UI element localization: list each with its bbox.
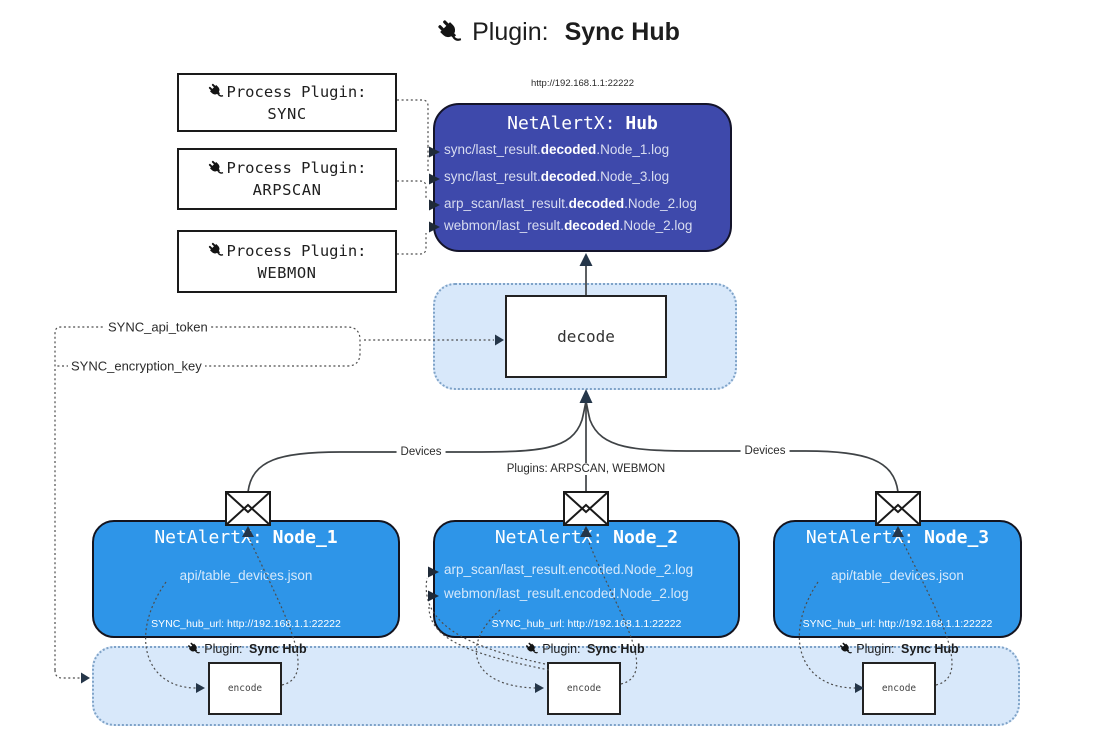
hub-title-label: NetAlertX: bbox=[507, 113, 616, 134]
node-1-title: NetAlertX:Node_1 bbox=[154, 527, 338, 548]
plug-icon bbox=[525, 642, 539, 656]
arpscan-to-hub-dotted bbox=[397, 180, 427, 199]
decode-box: decode bbox=[505, 295, 667, 378]
node-1-file: api/table_devices.json bbox=[179, 568, 313, 583]
node-3-title: NetAlertX:Node_3 bbox=[805, 527, 990, 548]
process-plugin-name: SYNC bbox=[267, 104, 307, 123]
arrowhead-into-encode-panel bbox=[81, 672, 90, 684]
hub-log-line: sync/last_result.decoded.Node_3.log bbox=[444, 169, 670, 184]
edge-label-devices-left: Devices bbox=[396, 446, 446, 458]
process-plugin-name: ARPSCAN bbox=[252, 181, 322, 199]
hub-box bbox=[433, 103, 732, 252]
process-plugin-arpscan: Process Plugin: ARPSCAN bbox=[177, 148, 397, 210]
arrowhead-into-decode-panel bbox=[579, 389, 593, 403]
settings-to-encode-panel-dotted bbox=[54, 669, 81, 679]
plug-icon bbox=[208, 242, 225, 259]
encode-plugin-label-3: Plugin:Sync Hub bbox=[839, 642, 959, 656]
sync-api-token-label: SYNC_api_token bbox=[105, 319, 211, 335]
node-3-hub-url: SYNC_hub_url: http://192.168.1.1:22222 bbox=[802, 618, 993, 630]
sync-to-hub-dotted bbox=[397, 99, 429, 146]
encode-plugin-label-1: Plugin:Sync Hub bbox=[187, 642, 307, 656]
arrowhead-into-hub bbox=[579, 253, 593, 266]
webmon-to-hub-dotted bbox=[397, 233, 427, 255]
hub-log-line: webmon/last_result.decoded.Node_2.log bbox=[444, 218, 693, 233]
plug-icon bbox=[187, 642, 201, 656]
node-2-title: NetAlertX:Node_2 bbox=[494, 527, 679, 548]
node-2-hub-url: SYNC_hub_url: http://192.168.1.1:22222 bbox=[491, 618, 682, 630]
edge-label-devices-right: Devices bbox=[740, 445, 790, 457]
process-plugin-name: WEBMON bbox=[257, 263, 317, 282]
node-3-file: api/table_devices.json bbox=[831, 568, 964, 583]
plug-icon bbox=[208, 160, 225, 177]
hub-url: http://192.168.1.1:22222 bbox=[530, 78, 634, 89]
hub-title-name: Hub bbox=[625, 113, 658, 134]
plug-icon bbox=[208, 83, 225, 100]
plug-icon bbox=[839, 642, 853, 656]
node-2-file: arp_scan/last_result.encoded.Node_2.log bbox=[444, 562, 694, 577]
edge-label-plugins: Plugins: ARPSCAN, WEBMON bbox=[502, 463, 670, 475]
encode-box-2: encode bbox=[547, 662, 621, 715]
process-plugin-label: Process Plugin: bbox=[226, 82, 367, 101]
hub-log-line: arp_scan/last_result.decoded.Node_2.log bbox=[444, 196, 697, 211]
process-plugin-webmon: Process Plugin: WEBMON bbox=[177, 230, 397, 293]
node-1-hub-url: SYNC_hub_url: http://192.168.1.1:22222 bbox=[151, 618, 341, 630]
plug-icon bbox=[437, 19, 464, 46]
process-plugin-sync: Process Plugin: SYNC bbox=[177, 73, 397, 132]
hub-title: NetAlertX: Hub bbox=[433, 113, 732, 134]
page-title-name: Sync Hub bbox=[564, 18, 680, 46]
page-title-label: Plugin: bbox=[472, 18, 549, 46]
node-2-file: webmon/last_result.encoded.Node_2.log bbox=[444, 586, 689, 601]
encode-box-3: encode bbox=[862, 662, 936, 715]
hub-log-line: sync/last_result.decoded.Node_1.log bbox=[444, 142, 670, 157]
sync-encryption-key-label: SYNC_encryption_key bbox=[68, 358, 205, 374]
page-title: Plugin: Sync Hub bbox=[0, 18, 1117, 47]
process-plugin-label: Process Plugin: bbox=[226, 241, 367, 260]
encode-box-1: encode bbox=[208, 662, 282, 715]
encode-plugin-label-2: Plugin:Sync Hub bbox=[525, 642, 645, 656]
process-plugin-label: Process Plugin: bbox=[226, 159, 367, 177]
